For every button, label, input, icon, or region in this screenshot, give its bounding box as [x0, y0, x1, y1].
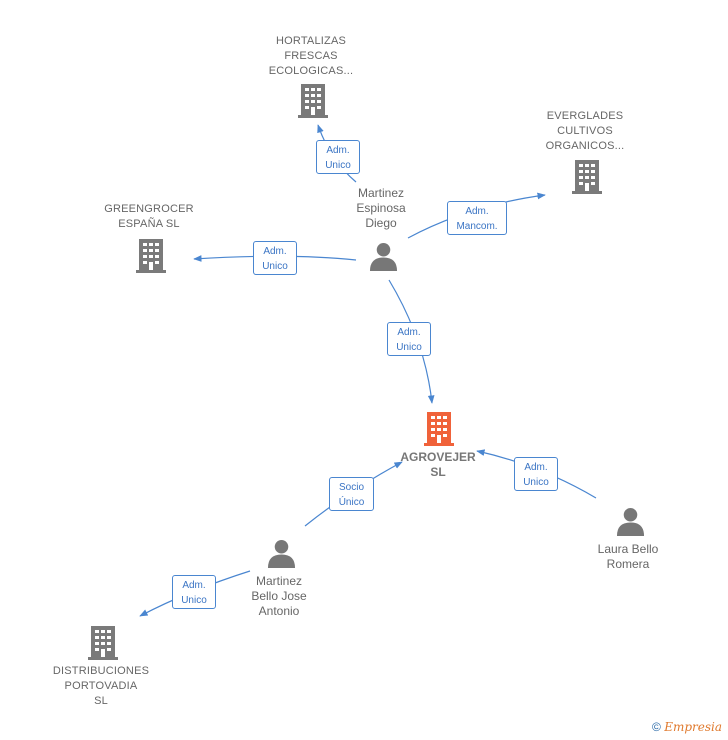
hortalizas-building-icon[interactable]: [298, 84, 328, 118]
greengrocer-building-icon[interactable]: [136, 239, 166, 273]
martinez-jose-person-icon[interactable]: [267, 539, 296, 568]
edge-label-diego-agrovejer: Adm. Unico: [387, 322, 431, 356]
everglades-label[interactable]: EVERGLADES CULTIVOS ORGANICOS...: [545, 110, 625, 152]
copyright-icon: ©: [652, 720, 661, 734]
edge-label-jose-agrovejer: Socio Único: [329, 477, 374, 511]
agrovejer-label[interactable]: AGROVEJER SL: [400, 450, 476, 479]
distribuciones-label[interactable]: DISTRIBUCIONES PORTOVADIA SL: [52, 665, 150, 707]
martinez-diego-label[interactable]: Martinez Espinosa Diego: [356, 186, 406, 230]
edge-label-diego-hortalizas: Adm. Unico: [316, 140, 360, 174]
edge-label-diego-greengrocer: Adm. Unico: [253, 241, 297, 275]
everglades-building-icon[interactable]: [572, 160, 602, 194]
laura-person-icon[interactable]: [616, 507, 645, 536]
empresia-logo[interactable]: Empresia: [664, 720, 722, 734]
footer-credit[interactable]: © Empresia: [652, 720, 722, 734]
edge-label-laura-agrovejer: Adm. Unico: [514, 457, 558, 491]
greengrocer-label[interactable]: GREENGROCER ESPAÑA SL: [104, 203, 194, 230]
martinez-diego-person-icon[interactable]: [369, 242, 398, 271]
laura-label[interactable]: Laura Bello Romera: [597, 542, 659, 571]
distribuciones-building-icon[interactable]: [88, 626, 118, 660]
edge-label-jose-distribuciones: Adm. Unico: [172, 575, 216, 609]
edge-label-diego-everglades: Adm. Mancom.: [447, 201, 507, 235]
martinez-jose-label[interactable]: Martinez Bello Jose Antonio: [251, 574, 307, 618]
hortalizas-label[interactable]: HORTALIZAS FRESCAS ECOLOGICAS...: [268, 35, 354, 77]
agrovejer-building-icon[interactable]: [424, 412, 454, 446]
